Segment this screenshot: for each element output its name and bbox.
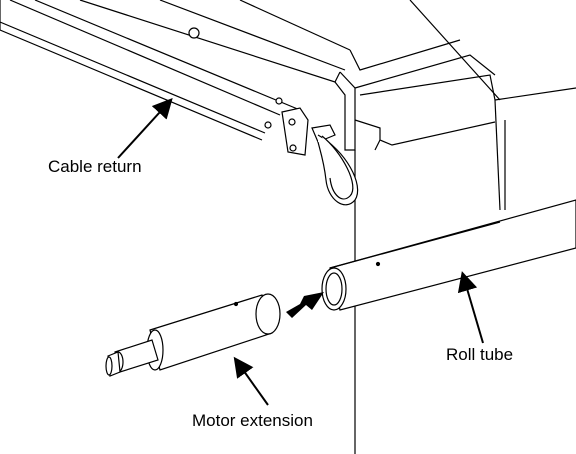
cable-return-label: Cable return <box>48 157 142 176</box>
leader-arrows <box>117 98 484 406</box>
motor-extension <box>105 293 281 377</box>
roll-tube-label: Roll tube <box>446 345 514 364</box>
motor-extension-label: Motor extension <box>192 411 313 430</box>
rail-bolts <box>188 27 283 129</box>
roll-tube <box>321 199 576 311</box>
roll-tube-leader <box>457 271 484 344</box>
motor-extension-leader <box>233 356 269 406</box>
insertion-arrow <box>286 292 324 318</box>
cable-return-leader <box>117 98 173 159</box>
cable-return-bracket <box>281 107 359 206</box>
